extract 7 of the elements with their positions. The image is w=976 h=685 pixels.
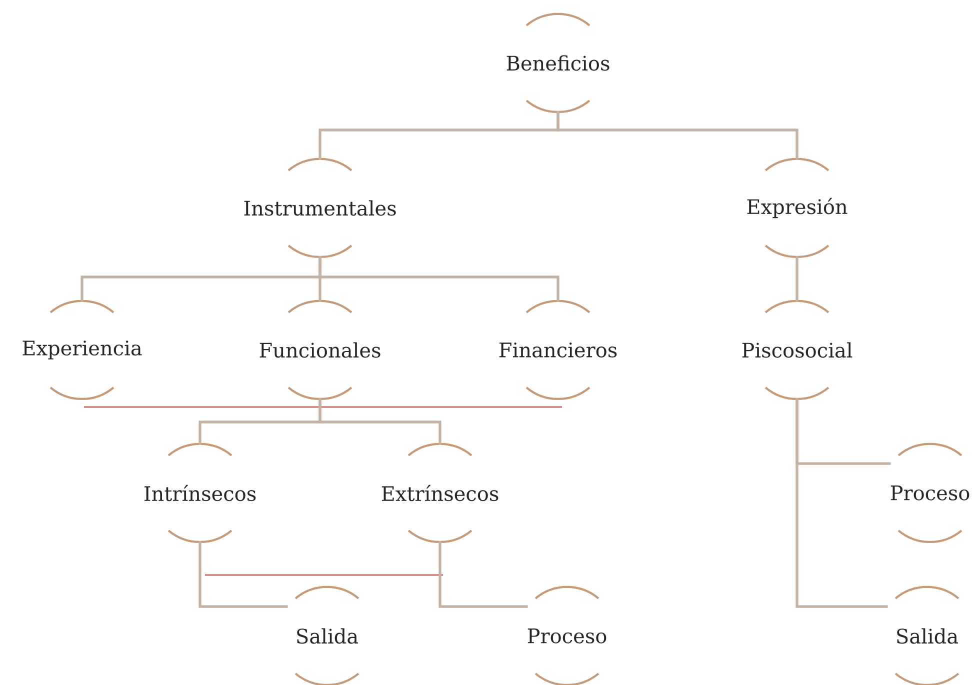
connector-line	[198, 540, 288, 608]
connector-line	[796, 398, 888, 608]
connector-line	[796, 256, 798, 302]
connector-line	[556, 111, 798, 160]
connector-line	[318, 256, 560, 302]
connector-line	[318, 398, 442, 445]
connector-line	[438, 540, 528, 608]
